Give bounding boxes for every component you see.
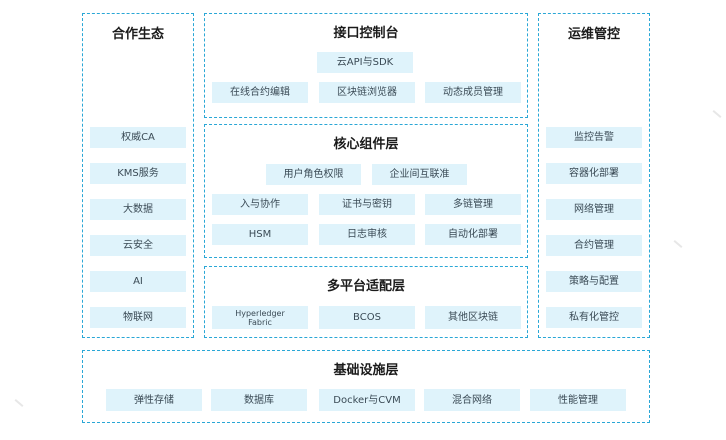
box-authority-ca: 权威CA bbox=[90, 127, 186, 148]
multi-platform-panel: 多平台适配层 Hyperledger Fabric BCOS 其他区块链 bbox=[204, 266, 528, 338]
decorative-stroke bbox=[14, 399, 24, 407]
panel-title: 核心组件层 bbox=[333, 137, 399, 152]
api-console-panel: 接口控制台 云API与SDK 在线合约编辑 区块链浏览器 动态成员管理 bbox=[204, 13, 528, 118]
box-multi-chain-management: 多链管理 bbox=[425, 194, 521, 215]
box-private-control: 私有化管控 bbox=[546, 307, 642, 328]
core-component-panel: 核心组件层 用户角色权限 企业间互联准 入与协作 证书与密钥 多链管理 HSM … bbox=[204, 124, 528, 258]
box-iot: 物联网 bbox=[90, 307, 186, 328]
box-hyperledger-fabric: Hyperledger Fabric bbox=[212, 306, 308, 329]
box-dynamic-member-management: 动态成员管理 bbox=[425, 82, 521, 103]
decorative-stroke bbox=[673, 240, 683, 248]
box-certificate-key: 证书与密钥 bbox=[319, 194, 415, 215]
decorative-stroke bbox=[712, 110, 722, 118]
box-ai: AI bbox=[90, 271, 186, 292]
box-log-audit: 日志审核 bbox=[319, 224, 415, 245]
panel-title: 合作生态 bbox=[111, 27, 164, 42]
box-access-collaboration: 入与协作 bbox=[212, 194, 308, 215]
box-database: 数据库 bbox=[211, 389, 307, 411]
box-performance-management: 性能管理 bbox=[530, 389, 626, 411]
box-container-deploy: 容器化部署 bbox=[546, 163, 642, 184]
panel-title: 基础设施层 bbox=[333, 363, 399, 378]
box-user-role-permission: 用户角色权限 bbox=[266, 164, 361, 185]
panel-title: 接口控制台 bbox=[333, 26, 399, 41]
box-hsm: HSM bbox=[212, 224, 308, 245]
box-policy-config: 策略与配置 bbox=[546, 271, 642, 292]
box-online-contract-editor: 在线合约编辑 bbox=[212, 82, 308, 103]
box-auto-deploy: 自动化部署 bbox=[425, 224, 521, 245]
box-elastic-storage: 弹性存储 bbox=[106, 389, 202, 411]
box-cloud-security: 云安全 bbox=[90, 235, 186, 256]
panel-title: 多平台适配层 bbox=[326, 279, 405, 294]
box-cloud-api-sdk: 云API与SDK bbox=[317, 52, 413, 73]
ops-control-panel: 运维管控 监控告警 容器化部署 网络管理 合约管理 策略与配置 私有化管控 bbox=[538, 13, 650, 338]
box-docker-cvm: Docker与CVM bbox=[319, 389, 415, 411]
panel-title: 运维管控 bbox=[567, 27, 620, 42]
box-kms-service: KMS服务 bbox=[90, 163, 186, 184]
box-monitoring-alert: 监控告警 bbox=[546, 127, 642, 148]
partner-ecosystem-panel: 合作生态 权威CA KMS服务 大数据 云安全 AI 物联网 bbox=[82, 13, 194, 338]
box-hybrid-network: 混合网络 bbox=[424, 389, 520, 411]
box-blockchain-browser: 区块链浏览器 bbox=[319, 82, 415, 103]
box-big-data: 大数据 bbox=[90, 199, 186, 220]
box-network-management: 网络管理 bbox=[546, 199, 642, 220]
box-enterprise-interconnect: 企业间互联准 bbox=[372, 164, 467, 185]
box-other-blockchain: 其他区块链 bbox=[425, 306, 521, 329]
box-bcos: BCOS bbox=[319, 306, 415, 329]
box-contract-management: 合约管理 bbox=[546, 235, 642, 256]
infrastructure-panel: 基础设施层 弹性存储 数据库 Docker与CVM 混合网络 性能管理 bbox=[82, 350, 650, 423]
